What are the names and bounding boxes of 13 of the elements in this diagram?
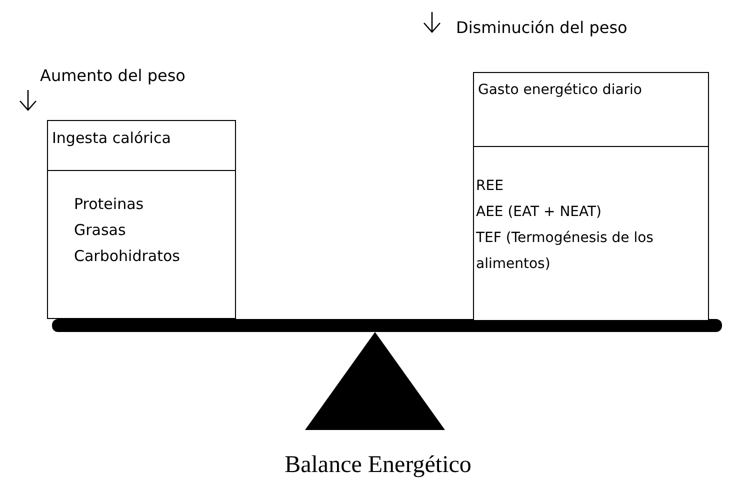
caption: Balance Energético	[284, 452, 472, 478]
list-item: TEF (Termogénesis de los alimentos)	[476, 230, 654, 272]
list-item: Proteinas	[74, 195, 144, 213]
list-item: Carbohidratos	[74, 247, 180, 265]
box-heading: Gasto energético diario	[478, 82, 642, 98]
list-item: Grasas	[74, 221, 126, 239]
box-heading: Ingesta calórica	[52, 129, 171, 147]
list-item: AEE (EAT + NEAT)	[476, 204, 602, 220]
weight-label: Aumento del peso	[40, 66, 186, 85]
list-item: REE	[476, 178, 504, 194]
text-box	[473, 72, 709, 321]
text-box	[47, 120, 236, 319]
weight-label: Disminución del peso	[456, 18, 628, 37]
